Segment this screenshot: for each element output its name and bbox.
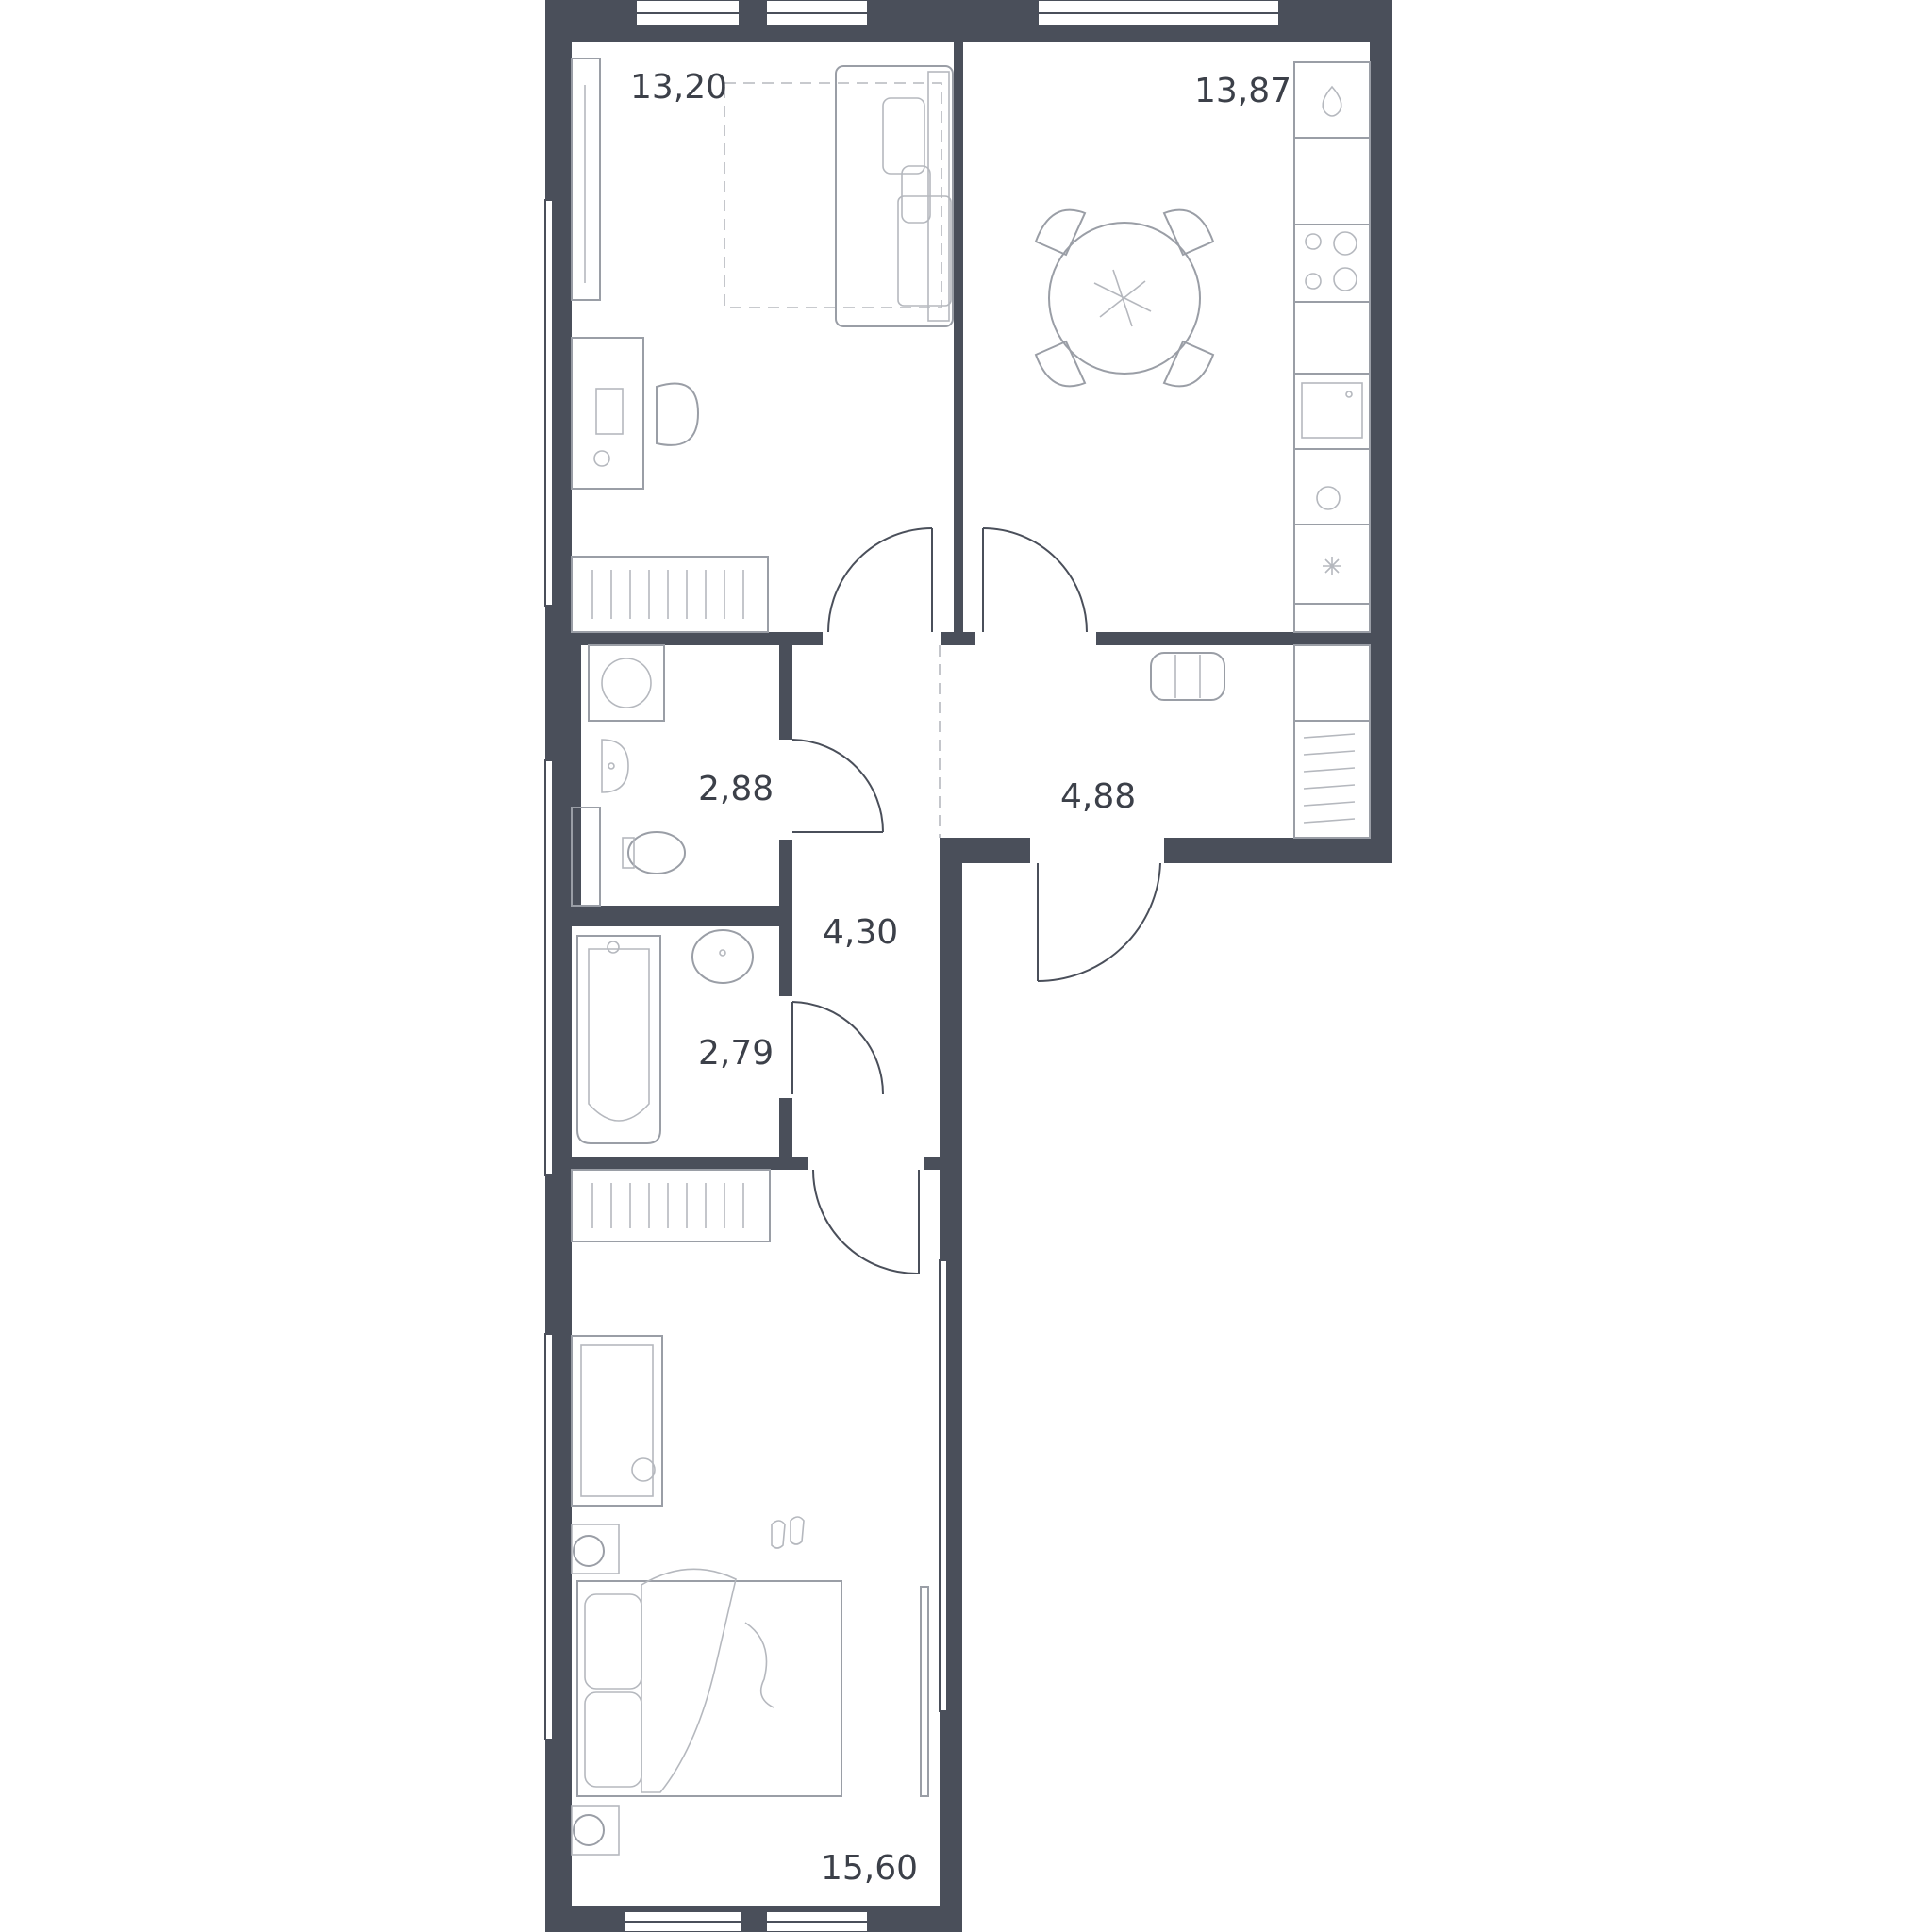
wall-living-kitchen (954, 42, 963, 632)
tv-stand (571, 58, 601, 301)
pillow-2 (584, 1691, 642, 1788)
wc-furniture (571, 644, 686, 907)
rug (724, 82, 942, 308)
wall-corridor-bottom-stub (924, 1157, 962, 1170)
door-kitchen (982, 527, 1088, 633)
kitchen-furniture (1034, 61, 1371, 633)
hob-icon (1305, 231, 1357, 291)
door-entrance (1037, 862, 1161, 982)
living-furniture (571, 58, 954, 633)
wall-bath-right-b (779, 1098, 792, 1162)
door-wc (791, 739, 884, 833)
desk-chair (656, 382, 700, 446)
wall-kitchen-bottom-b (1096, 632, 1370, 645)
wall-living-bottom (572, 632, 823, 645)
wall-hall-bottom-right (1164, 838, 1392, 863)
area-bath: 2,79 (698, 1034, 774, 1073)
wc-shaft (571, 807, 601, 907)
nightstand-lamp-2 (573, 1814, 605, 1846)
chair-1 (1034, 208, 1087, 257)
door-living (827, 527, 933, 633)
chair-4 (1162, 340, 1215, 388)
sofa-seat (897, 195, 952, 307)
area-kitchen: 13,87 (1194, 72, 1291, 110)
wardrobe-living (571, 556, 769, 633)
walls (545, 0, 1392, 1932)
bed (576, 1580, 842, 1797)
chair-3 (1034, 340, 1087, 388)
window-side-1 (544, 199, 554, 607)
wall-shaft (572, 645, 581, 906)
wall-wc-bath (572, 906, 792, 926)
lamp-icon (593, 450, 610, 467)
wall-wc-right-a (779, 645, 792, 740)
nightstand-lamp-1 (573, 1535, 605, 1567)
flowers-icon (1093, 269, 1152, 327)
kitchen-counter (1293, 61, 1371, 605)
toy-icon (631, 1457, 656, 1482)
monitor (595, 388, 624, 435)
hall-wardrobe (1293, 644, 1371, 839)
door-bedroom (812, 1169, 920, 1275)
bath-sink (691, 929, 754, 984)
chair-2 (1162, 208, 1215, 257)
slippers-icon (771, 1516, 805, 1549)
hall-furniture (1150, 644, 1371, 839)
fridge-icon (1323, 557, 1341, 575)
area-corridor: 4,30 (823, 913, 898, 952)
washing-machine (588, 644, 665, 722)
wall-bath-bottom (572, 1157, 808, 1170)
door-bath (791, 1001, 884, 1095)
faucet-icon (607, 941, 620, 954)
wall-wc-right-b (779, 840, 792, 924)
area-labels: 13,20 13,87 2,88 4,88 4,30 2,79 15,60 (630, 68, 1291, 1888)
area-bedroom: 15,60 (821, 1849, 918, 1888)
dishwasher-icon (1316, 486, 1341, 510)
crib (571, 1335, 663, 1507)
wall-bath-right-a (779, 926, 792, 996)
wc-sink-icon (601, 739, 629, 793)
kitchen-shaft (1293, 603, 1371, 633)
bath-furniture (576, 929, 754, 1144)
wall-top-left (545, 0, 962, 42)
area-wc: 2,88 (698, 770, 774, 808)
windows (544, 0, 1280, 1932)
cat-icon (744, 1622, 774, 1708)
doors (791, 527, 1161, 1275)
area-living: 13,20 (630, 68, 727, 107)
window-side-4 (939, 1259, 948, 1712)
sofa-cushion-2 (901, 165, 931, 224)
gas-icon (1322, 85, 1342, 117)
sink-icon (1301, 382, 1363, 439)
toilet (627, 831, 686, 874)
wall-kitchen-bottom-a (941, 632, 975, 645)
bedroom-furniture (571, 1169, 929, 1856)
sofa-cushion-1 (882, 97, 925, 175)
sofa (835, 65, 954, 327)
hall-bench (1150, 652, 1225, 701)
desk (571, 337, 644, 490)
pillow-1 (584, 1593, 642, 1690)
tv-bedroom (920, 1586, 929, 1797)
wall-right-kitchen (1370, 0, 1392, 863)
dining-table (1048, 222, 1201, 375)
blanket (641, 1568, 737, 1793)
bathtub (576, 935, 661, 1144)
wall-bottom (545, 1906, 962, 1932)
wardrobe-bedroom (571, 1169, 771, 1242)
window-side-2 (544, 1333, 554, 1740)
area-hall: 4,88 (1060, 777, 1136, 816)
window-side-3 (544, 759, 554, 1176)
